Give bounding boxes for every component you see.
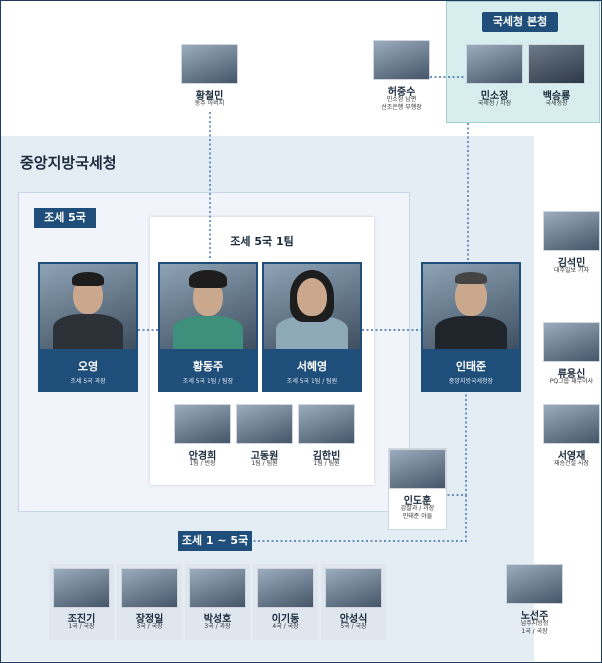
person-role: 국세청장 xyxy=(545,100,568,107)
person-name: 허중수 xyxy=(387,87,416,98)
portrait-photo xyxy=(189,568,246,608)
person-role: 5국 / 국장 xyxy=(340,623,367,630)
portrait-photo xyxy=(543,404,600,444)
portrait-photo xyxy=(236,404,293,444)
team1-title: 조세 5국 1팀 xyxy=(230,235,294,248)
person-name: 김한빈 xyxy=(312,451,341,462)
portrait-photo xyxy=(423,264,519,349)
person-name: 황철민 xyxy=(195,91,224,102)
person-name: 오영 xyxy=(77,360,99,373)
person-card-seoyeongjae[interactable]: 서영재 재승건설 사장 xyxy=(543,404,600,472)
person-role: 4국 / 국장 xyxy=(272,623,299,630)
person-name: 안경희 xyxy=(188,451,217,462)
person-name: 안성식 xyxy=(339,614,368,625)
line-intaejun-indohun xyxy=(446,390,467,496)
person-name: 인도훈 xyxy=(403,496,432,507)
person-name: 노선주 xyxy=(520,611,549,622)
bureau5-tag: 조세 5국 xyxy=(34,208,96,228)
person-name: 황동주 xyxy=(192,360,224,373)
person-card-oyeong[interactable]: 오영 조세 5국 과장 xyxy=(38,262,138,392)
person-card-godongwon[interactable]: 고동원 1팀 / 팀원 xyxy=(236,404,293,472)
person-role: 1국 / 국장 xyxy=(68,623,95,630)
person-name: 백승룡 xyxy=(542,91,571,102)
person-card-kimseokmin[interactable]: 김석민 대주일보 기자 xyxy=(543,211,600,279)
portrait-photo xyxy=(389,449,446,489)
portrait-photo xyxy=(528,44,585,84)
person-card-seohyeyeong[interactable]: 서혜영 조세 5국 1팀 / 팀원 xyxy=(262,262,362,392)
person-card-intaejun[interactable]: 인태준 중앙지방국세청장 xyxy=(421,262,521,392)
person-card-jojingi[interactable]: 조진기 1국 / 국장 xyxy=(49,564,114,640)
person-card-igidong[interactable]: 이기동 4국 / 국장 xyxy=(253,564,318,640)
portrait-photo xyxy=(40,264,136,349)
person-role: 1팀 / 반장 xyxy=(189,460,216,467)
portrait-photo xyxy=(174,404,231,444)
person-role: 3국 / 국장 xyxy=(136,623,163,630)
person-card-jangjeongil[interactable]: 장정일 3국 / 국장 xyxy=(117,564,182,640)
bureaus-range-tag: 조세 1 ~ 5국 xyxy=(178,531,252,551)
person-card-hwangdongju[interactable]: 황동주 조세 5국 1팀 / 팀장 xyxy=(158,262,258,392)
person-name: 김석민 xyxy=(557,258,586,269)
person-role: 대주일보 기자 xyxy=(553,267,590,274)
portrait-photo xyxy=(264,264,360,349)
person-name: 고동원 xyxy=(250,451,279,462)
person-role: 조세 5국 1팀 / 팀원 xyxy=(286,378,338,385)
portrait-photo xyxy=(506,564,563,604)
person-name: 조진기 xyxy=(67,614,96,625)
person-name: 장정일 xyxy=(135,614,164,625)
person-role: PQ그룹 재무이사 xyxy=(549,378,594,385)
hq-title: 국세청 본청 xyxy=(482,12,558,32)
portrait-photo xyxy=(181,44,238,84)
person-name: 서영재 xyxy=(557,451,586,462)
person-role: 1팀 / 팀원 xyxy=(313,460,340,467)
person-card-kimhanbin[interactable]: 김한빈 1팀 / 팀원 xyxy=(298,404,355,472)
portrait-photo xyxy=(325,568,382,608)
person-role: 국세청 / 차장 xyxy=(477,100,512,107)
central-office-title: 중앙지방국세청 xyxy=(20,154,117,172)
portrait-photo xyxy=(53,568,110,608)
person-name: 인태준 xyxy=(455,360,487,373)
person-role: 3국 / 과장 xyxy=(204,623,231,630)
person-card-anseongsik[interactable]: 안성식 5국 / 국장 xyxy=(321,564,386,640)
person-role: 중앙지방국세청장 xyxy=(448,378,494,385)
person-role: 1팀 / 팀원 xyxy=(251,460,278,467)
person-card-ryuyongsin[interactable]: 류용신 PQ그룹 재무이사 xyxy=(543,322,600,390)
person-role: 조세 5국 1팀 / 팀장 xyxy=(182,378,234,385)
person-card-angyeonghui[interactable]: 안경희 1팀 / 반장 xyxy=(174,404,231,472)
person-role: 조세 5국 과장 xyxy=(70,378,106,385)
person-card-minsojeong[interactable]: 민소정 국세청 / 차장 xyxy=(466,44,523,112)
portrait-photo xyxy=(543,211,600,251)
portrait-photo xyxy=(121,568,178,608)
person-card-hwangcheolmin[interactable]: 황철민 동주 아버지 xyxy=(181,44,238,114)
portrait-photo xyxy=(543,322,600,362)
person-name: 박성호 xyxy=(203,614,232,625)
person-name: 이기동 xyxy=(271,614,300,625)
person-name: 류용신 xyxy=(557,369,586,380)
person-role: 재승건설 사장 xyxy=(553,460,590,467)
portrait-photo xyxy=(257,568,314,608)
person-name: 민소정 xyxy=(480,91,509,102)
portrait-photo xyxy=(298,404,355,444)
portrait-photo xyxy=(160,264,256,349)
person-role: 동주 아버지 xyxy=(194,100,225,107)
portrait-photo xyxy=(373,40,430,80)
person-card-parkseongho[interactable]: 박성호 3국 / 과장 xyxy=(185,564,250,640)
portrait-photo xyxy=(466,44,523,84)
person-card-baekseungryong[interactable]: 백승룡 국세청장 xyxy=(528,44,585,112)
line-intaejun-bureaus xyxy=(252,495,467,542)
person-name: 서혜영 xyxy=(296,360,328,373)
